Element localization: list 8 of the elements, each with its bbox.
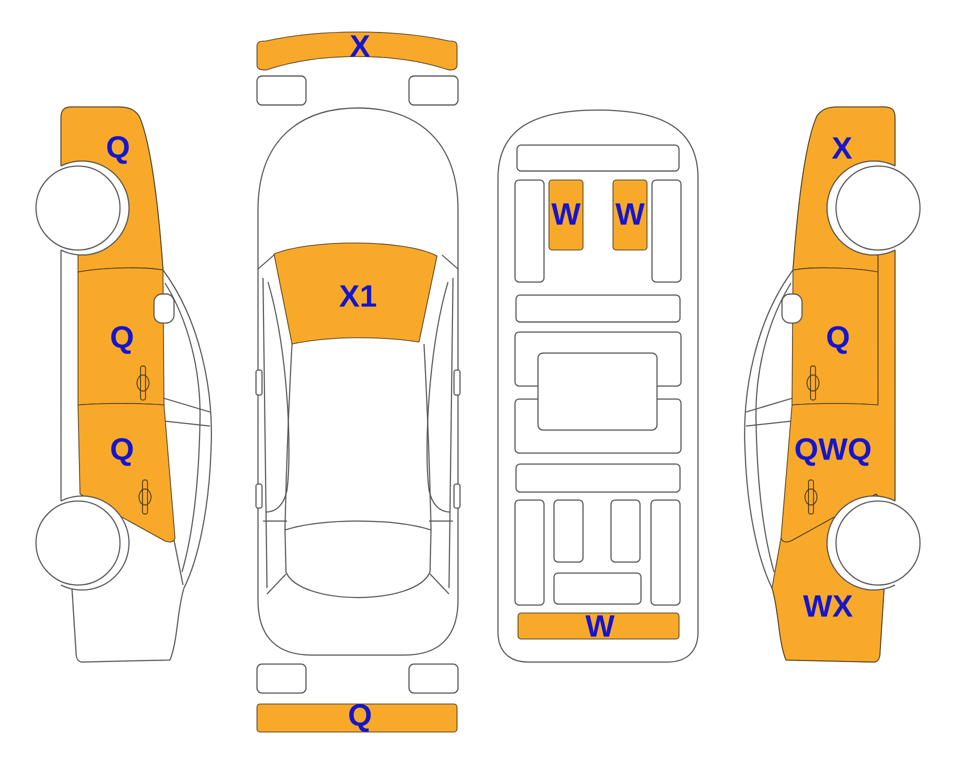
- door-panel: Q: [78, 267, 164, 406]
- fender-panel: Q: [60, 106, 164, 272]
- door-panel: Q: [78, 403, 176, 542]
- quarter-panel: WX: [772, 494, 884, 662]
- bumper-panel: X: [256, 32, 458, 70]
- door-panel: Q: [792, 267, 878, 406]
- fender-panel: X: [792, 106, 896, 272]
- bumper-panel: Q: [256, 704, 458, 732]
